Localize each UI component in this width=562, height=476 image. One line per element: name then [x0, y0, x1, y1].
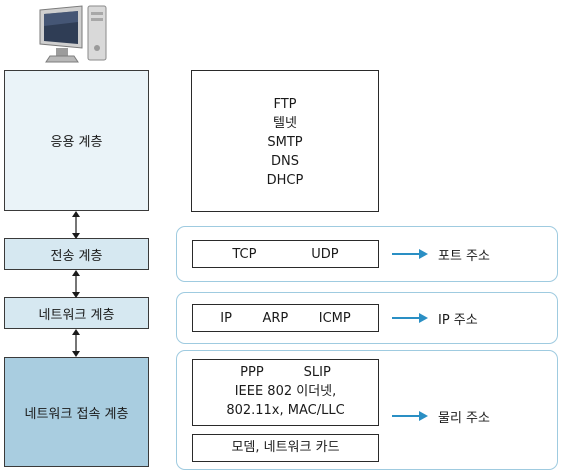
ip-address-label: IP 주소	[438, 313, 478, 328]
hardware-box: 모뎀, 네트워크 카드	[192, 434, 379, 462]
protocol-ppp: PPP	[240, 365, 264, 380]
protocol-dns: DNS	[271, 154, 299, 169]
right-arrow-icon	[392, 411, 428, 421]
protocol-wifi-mac-llc: 802.11x, MAC/LLC	[226, 403, 345, 418]
updown-arrow-icon	[72, 270, 80, 298]
link-layer: 네트워크 접속 계층	[4, 357, 149, 467]
updown-arrow-icon	[72, 211, 80, 239]
protocol-slip: SLIP	[303, 365, 331, 380]
protocol-udp: UDP	[311, 246, 339, 262]
computer-icon	[38, 4, 110, 66]
network-layer: 네트워크 계층	[4, 297, 149, 329]
protocol-tcp: TCP	[232, 246, 257, 262]
application-protocols-box: FTP 텔넷 SMTP DNS DHCP	[191, 70, 379, 212]
protocol-dhcp: DHCP	[266, 173, 304, 188]
transport-layer: 전송 계층	[4, 238, 149, 270]
network-layer-label: 네트워크 계층	[38, 307, 115, 323]
port-address-label: 포트 주소	[438, 249, 490, 264]
application-layer-label: 응용 계층	[50, 135, 103, 150]
protocol-ethernet: IEEE 802 이더넷,	[234, 384, 337, 399]
link-layer-label: 네트워크 접속 계층	[24, 406, 129, 422]
application-layer: 응용 계층	[4, 70, 149, 211]
protocol-arp: ARP	[262, 310, 289, 326]
link-protocols-box: PPP SLIP IEEE 802 이더넷, 802.11x, MAC/LLC	[192, 359, 379, 426]
hardware-label: 모뎀, 네트워크 카드	[231, 440, 340, 455]
transport-protocols-box: TCP UDP	[192, 240, 379, 268]
transport-layer-label: 전송 계층	[50, 248, 103, 264]
protocol-smtp: SMTP	[267, 135, 303, 150]
right-arrow-icon	[392, 313, 428, 323]
right-arrow-icon	[392, 249, 428, 259]
protocol-ip: IP	[220, 310, 232, 326]
network-protocols-box: IP ARP ICMP	[192, 304, 379, 332]
updown-arrow-icon	[72, 329, 80, 357]
protocol-ftp: FTP	[273, 97, 297, 112]
protocol-icmp: ICMP	[318, 310, 351, 326]
physical-address-label: 물리 주소	[438, 411, 490, 426]
protocol-telnet: 텔넷	[273, 116, 297, 131]
